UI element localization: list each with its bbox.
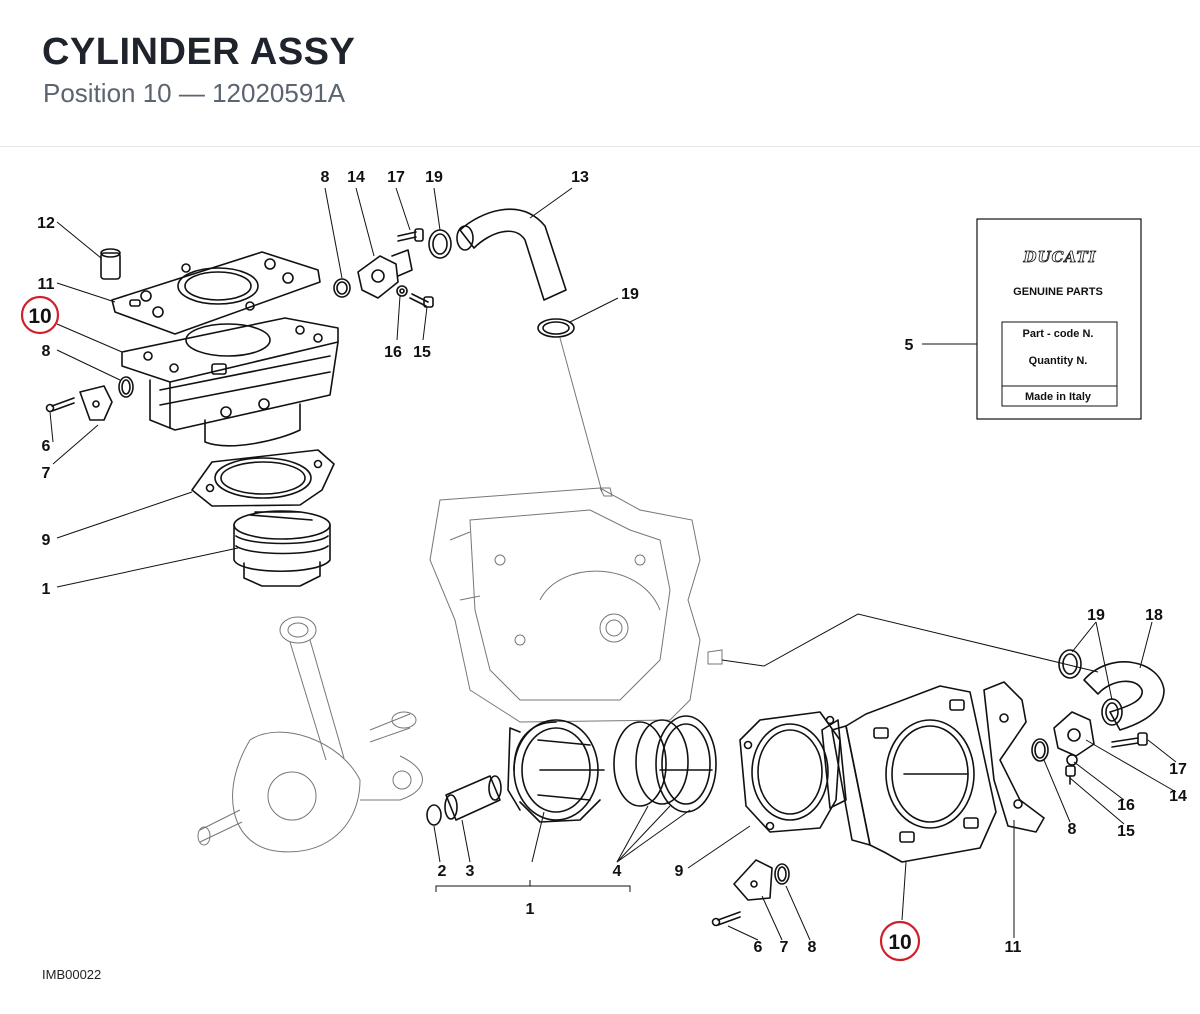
part-code-label: Part - code N. — [1023, 328, 1094, 340]
washer-part-16 — [396, 285, 408, 297]
callout-12: 12 — [37, 215, 55, 232]
piston-part-1 — [233, 510, 331, 587]
clamp-part-19-right-a — [1058, 649, 1082, 679]
o-ring-part-8-right — [1031, 738, 1049, 762]
callout-19-top: 19 — [425, 169, 443, 186]
cylinder-part-10 — [121, 317, 339, 447]
callout-18: 18 — [1145, 607, 1163, 624]
cylinder-part-10-right — [821, 685, 997, 863]
highlight-ring-bottom — [879, 920, 921, 962]
callout-13: 13 — [571, 169, 589, 186]
callout-10-highlighted: 10 — [28, 305, 51, 328]
callout-15-top: 15 — [413, 344, 431, 361]
top-cylinder-group — [45, 221, 339, 588]
screw-part-15-right — [1065, 765, 1076, 785]
callout-10-highlighted-bottom: 10 — [888, 931, 911, 954]
flange-part-7-bottom — [733, 859, 773, 901]
screw-part-6-bottom — [711, 911, 741, 927]
made-in-label: Made in Italy — [1025, 391, 1092, 403]
callout-4: 4 — [613, 863, 622, 880]
callout-6-bottom: 6 — [754, 939, 763, 956]
o-ring-part-8-bottom — [774, 863, 790, 885]
callout-5: 5 — [905, 337, 914, 354]
callout-16-top: 16 — [384, 344, 402, 361]
crankshaft-outline — [197, 616, 423, 853]
callout-11-right: 11 — [1005, 939, 1022, 956]
piston-rings-part-4 — [613, 715, 717, 813]
screw-part-6 — [45, 397, 75, 413]
head-gasket-part-11-right — [983, 681, 1045, 833]
callout-8-right: 8 — [1068, 821, 1077, 838]
callout-14-top: 14 — [347, 169, 365, 186]
callout-8: 8 — [42, 343, 51, 360]
genuine-parts-label: DUCATI GENUINE PARTS Part - code N. Quan… — [922, 218, 1142, 420]
hose-part-18 — [1083, 661, 1165, 731]
bottom-leaders — [433, 805, 811, 941]
callout-9: 9 — [42, 532, 51, 549]
callout-1: 1 — [42, 581, 51, 598]
page-subtitle: Position 10 — 12020591A — [43, 78, 346, 108]
callout-3: 3 — [466, 863, 475, 880]
top-middle-group — [324, 187, 619, 493]
base-gasket-part-9-bottom — [739, 711, 841, 833]
washer-part-16-right — [1066, 754, 1078, 766]
image-code: IMB00022 — [42, 967, 102, 982]
piston-part-1-bottom — [507, 719, 605, 823]
header: CYLINDER ASSY Position 10 — 12020591A — [0, 0, 1200, 146]
callout-1-bottom: 1 — [526, 901, 535, 918]
union-flange-part-14 — [357, 249, 413, 299]
exploded-diagram: 12 11 10 8 6 7 9 1 — [20, 169, 1187, 962]
o-ring-part-8-top — [333, 278, 351, 298]
callout-19-mid: 19 — [621, 286, 639, 303]
callout-11: 11 — [38, 276, 55, 293]
crankcase-outline — [429, 487, 723, 723]
clamp-part-19-top — [428, 229, 452, 259]
hose-part-13 — [456, 208, 567, 301]
callout-7-bottom: 7 — [780, 939, 789, 956]
callout-8-bottom: 8 — [808, 939, 817, 956]
callout-19-right: 19 — [1087, 607, 1105, 624]
brand-logo: DUCATI — [1022, 248, 1096, 266]
header-divider — [0, 146, 1200, 147]
callout-17-right: 17 — [1169, 761, 1187, 778]
callout-17-top: 17 — [387, 169, 405, 186]
callout-2: 2 — [438, 863, 447, 880]
screw-part-17 — [397, 228, 424, 242]
callout-8-top: 8 — [321, 169, 330, 186]
screw-part-17-right — [1111, 732, 1148, 748]
flange-part-7 — [79, 385, 113, 421]
page-title: CYLINDER ASSY — [42, 31, 356, 73]
dowel-part-12 — [100, 248, 121, 280]
union-flange-part-14-right — [1053, 711, 1095, 757]
callout-14-right: 14 — [1169, 788, 1187, 805]
bottom-piston-group — [426, 711, 841, 941]
callout-16-right: 16 — [1117, 797, 1135, 814]
clamp-part-19-lower — [537, 318, 575, 338]
group-bracket — [435, 885, 631, 892]
right-group-leaders — [721, 613, 1177, 938]
callout-9-bottom: 9 — [675, 863, 684, 880]
top-middle-leaders — [324, 187, 619, 493]
o-ring-part-8 — [118, 376, 134, 398]
top-group-leaders — [49, 221, 239, 588]
piston-pin-part-3 — [444, 775, 502, 821]
quantity-label: Quantity N. — [1029, 355, 1088, 367]
callout-7: 7 — [42, 465, 51, 482]
base-gasket-part-9 — [191, 449, 335, 507]
circlip-part-2 — [426, 804, 442, 826]
right-cylinder-group — [721, 613, 1177, 938]
head-gasket-part-11 — [111, 251, 321, 335]
callout-6: 6 — [42, 438, 51, 455]
highlight-ring — [20, 295, 60, 335]
callout-15-right: 15 — [1117, 823, 1135, 840]
screw-part-15 — [409, 293, 434, 308]
genuine-parts-text: GENUINE PARTS — [1013, 286, 1103, 298]
